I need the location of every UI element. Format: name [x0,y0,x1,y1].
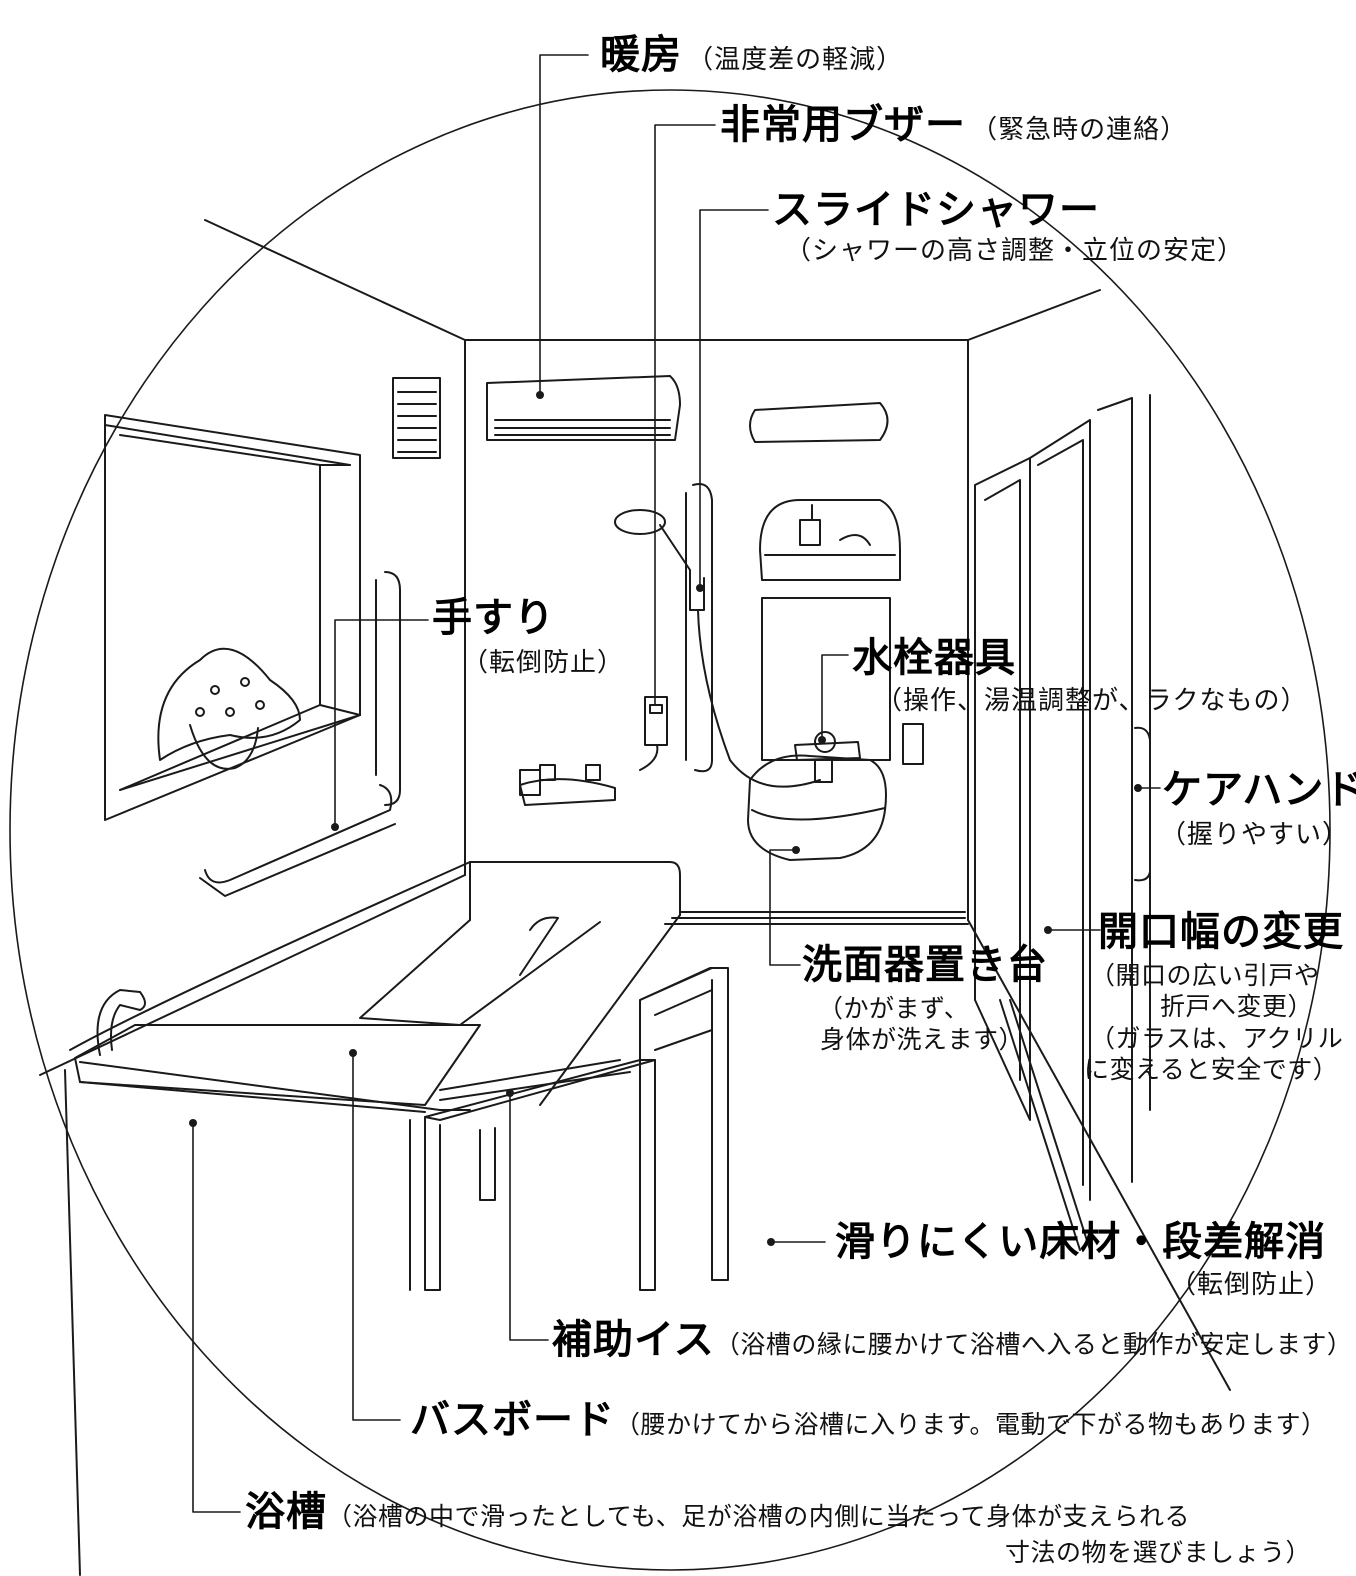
basin-stand-notes: （かがまず、 身体が洗えます） [818,993,1024,1056]
leader-lines [193,55,1160,1512]
handrail-label: 手すり [432,598,555,638]
bathtub-drawing [65,765,680,1575]
leader-dots [189,391,1142,1246]
basin-stand-drawing [748,756,886,861]
basin-stand-label: 洗面器置き台 [802,945,1048,985]
opening-sub-2: 折戸へ変更） [1160,992,1314,1022]
heating-label: 暖房 （温度差の軽減） [600,35,903,75]
care-handle-label: ケアハンドル [1162,770,1356,810]
frame-ellipse [10,90,1330,1570]
floor-sub: （転倒防止） [1170,1270,1333,1300]
handrail-sub: （転倒防止） [462,648,625,678]
bath-board-title: バスボード [410,1397,615,1443]
aux-chair-sub: （浴槽の縁に腰かけて浴槽へ入ると動作が安定します） [714,1330,1353,1359]
buzzer-drawing [640,697,667,770]
bathboard-drawing [75,990,480,1112]
aux-chair-title: 補助イス [552,1317,715,1363]
faucet-title: 水栓器具 [852,635,1016,681]
sliding-doors [975,395,1150,1250]
basin-stand-title: 洗面器置き台 [802,942,1048,988]
shower-drawing [615,484,820,787]
slide-shower-label: スライドシャワー [772,190,1100,230]
basin-stand-sub-2: 身体が洗えます） [820,1025,1025,1055]
bathtub-sub-1: （浴槽の中で滑ったとしても、足が浴槽の内側に当たって身体が支えられる [327,1502,1191,1531]
window [105,415,360,820]
opening-sub-1: （開口の広い引戸や [1090,961,1320,990]
bathtub-label: 浴槽（浴槽の中で滑ったとしても、足が浴槽の内側に当たって身体が支えられる [245,1492,1190,1532]
care-handle-title: ケアハンドル [1162,767,1356,813]
handrail-title: 手すり [432,595,555,641]
care-handle-sub: （握りやすい） [1160,820,1350,850]
care-handle-drawing [1135,728,1150,881]
room-walls [40,220,1230,1390]
faucet-label: 水栓器具 [852,638,1016,678]
aux-chair-label: 補助イス（浴槽の縁に腰かけて浴槽へ入ると動作が安定します） [552,1320,1352,1360]
heating-title: 暖房 [600,32,682,78]
buzzer-title: 非常用ブザー [720,102,966,148]
heater-unit [487,376,680,440]
faucet-sub: （操作、湯温調整が、ラクなもの） [876,686,1308,716]
buzzer-label: 非常用ブザー （緊急時の連絡） [720,105,1187,145]
bath-board-label: バスボード（腰かけてから浴槽に入ります。電動で下がる物もあります） [410,1400,1327,1440]
slide-shower-title: スライドシャワー [772,187,1100,233]
vent [393,378,440,458]
opening-sub-4: に変えると安全です） [1084,1054,1339,1084]
floor-title: 滑りにくい床材・段差解消 [835,1219,1327,1265]
handrail-drawing [200,572,400,896]
basin-stand-sub-1: （かがまず、 [818,994,970,1023]
buzzer-sub: （緊急時の連絡） [971,115,1188,145]
switch-panel [903,724,923,764]
floor-label: 滑りにくい床材・段差解消 [835,1222,1326,1262]
opening-title: 開口幅の変更 [1098,909,1344,955]
shelf [760,500,900,580]
heating-sub: （温度差の軽減） [687,45,904,75]
bathtub-sub-2: 寸法の物を選びましょう） [1005,1538,1312,1567]
light-fixture [750,403,888,442]
opening-label: 開口幅の変更 [1098,912,1344,952]
aux-chair-drawing [425,968,728,1290]
opening-sub-3: （ガラスは、アクリル [1090,1023,1344,1053]
slide-shower-sub: （シャワーの高さ調整・立位の安定） [785,236,1245,266]
bathtub-title: 浴槽 [245,1489,327,1535]
opening-notes: （開口の広い引戸や 折戸へ変更） （ガラスは、アクリル に変えると安全です） [1084,960,1344,1085]
plant [158,649,300,769]
bath-board-sub: （腰かけてから浴槽に入ります。電動で下がる物もあります） [615,1410,1327,1439]
